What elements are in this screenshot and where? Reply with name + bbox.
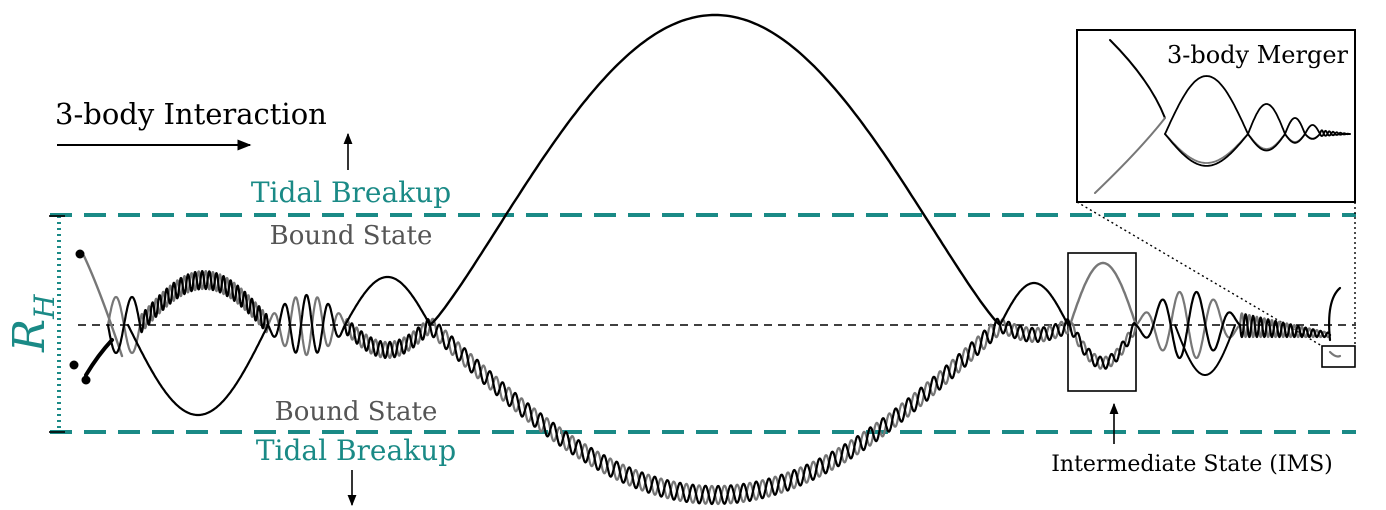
initial-body-three: [81, 375, 91, 385]
black-wiggle-arc: [138, 270, 270, 334]
zoom-connector-left: [1076, 201, 1323, 347]
black-late-loops: [1134, 290, 1242, 360]
initial-body-two: [69, 360, 79, 370]
black-mid-arch: [343, 275, 432, 327]
merger-zoom-box: [1321, 345, 1356, 368]
bound-state-label-bottom: Bound State: [275, 397, 438, 427]
inset-gray-incoming: [1094, 117, 1166, 194]
black-early-loop: [106, 295, 142, 355]
inset-black-incoming: [1109, 39, 1166, 119]
trajectory-body-one: [84, 13, 1342, 506]
hill-radius-label: RH: [4, 294, 61, 353]
interaction-label: 3-body Interaction: [55, 97, 327, 131]
bound-state-label-top: Bound State: [270, 221, 433, 251]
gray-mid-loops: [266, 296, 347, 357]
black-big-dip-wiggles: [428, 317, 1002, 506]
black-mid-loops: [266, 293, 347, 354]
gray-end-tail: [1328, 350, 1342, 358]
merger-inset-box: [1076, 29, 1356, 203]
tidal-breakup-label-top: Tidal Breakup: [251, 176, 451, 209]
black-late-dip: [1174, 324, 1236, 376]
merger-label: 3-body Merger: [1167, 41, 1349, 69]
black-big-arch: [428, 13, 1002, 327]
black-end-tail: [1328, 286, 1342, 342]
gray-start-tail: [82, 254, 124, 358]
black-ims-wiggles: [1068, 322, 1138, 370]
black-inspiral: [1238, 313, 1332, 339]
black-post-wiggles: [998, 318, 1072, 343]
merger-inset-trajectories: [1094, 39, 1351, 194]
initial-body-one: [75, 249, 85, 259]
black-early-dip: [126, 323, 270, 417]
black-wiggle-dip: [343, 318, 432, 359]
inset-black-lobes: [1164, 75, 1351, 135]
inset-black-lower-lobes: [1164, 133, 1351, 167]
ims-label: Intermediate State (IMS): [1051, 452, 1333, 477]
tidal-breakup-label-bottom: Tidal Breakup: [256, 434, 456, 467]
black-start-tail: [84, 338, 114, 377]
black-post-arch: [998, 281, 1070, 327]
gray-ims-arch: [1068, 261, 1138, 327]
ims-box: [1067, 252, 1137, 392]
